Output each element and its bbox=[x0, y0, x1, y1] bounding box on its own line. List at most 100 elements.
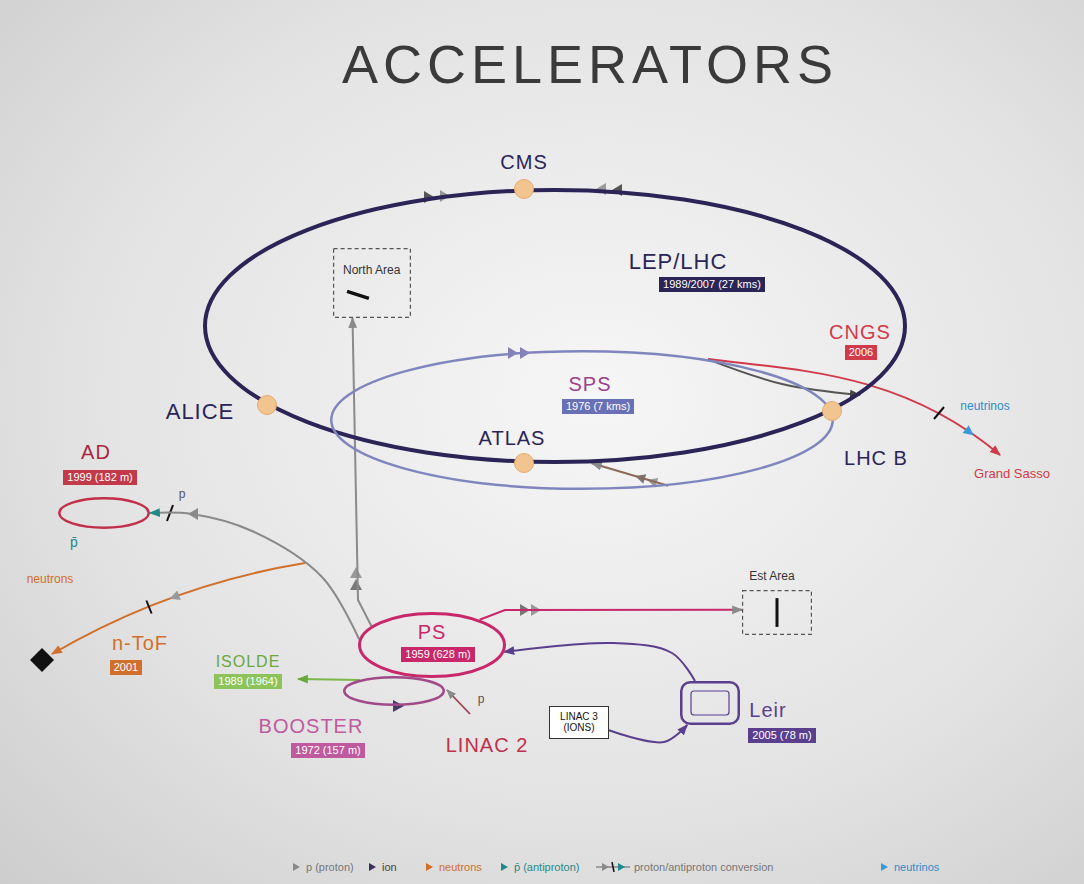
direction-arrow bbox=[393, 700, 404, 712]
legend-item: p (proton) bbox=[292, 861, 354, 873]
legend-item: p̄ (antiproton) bbox=[500, 861, 579, 873]
legend-arrow bbox=[293, 863, 300, 871]
experiment-point-outline bbox=[822, 401, 842, 421]
experiment-point-shape bbox=[515, 454, 534, 473]
experiment-point-shape bbox=[258, 396, 277, 415]
ring-name: LEP/LHC bbox=[629, 249, 728, 274]
experiment-point: CMS bbox=[514, 179, 534, 199]
ring-name: SPS bbox=[568, 373, 611, 396]
accelerator-ring-shape bbox=[331, 351, 833, 489]
beam-dump-bar bbox=[776, 598, 779, 627]
collider-ring-outline bbox=[203, 188, 907, 464]
direction-arrow bbox=[350, 567, 362, 578]
legend-text: neutrinos bbox=[894, 861, 939, 873]
beam-transfer-line bbox=[609, 725, 687, 742]
particle-label: neutrinos bbox=[960, 400, 1009, 414]
beam-transfer-line bbox=[150, 513, 359, 640]
year-badge: 1989/2007 (27 kms) bbox=[659, 277, 765, 292]
experiment-point: LHC B bbox=[822, 401, 842, 421]
facility-name: ISOLDE bbox=[216, 653, 281, 671]
particle-label: p̄ bbox=[70, 534, 78, 550]
experiment-point: ALICE bbox=[257, 395, 277, 415]
legend-tick bbox=[612, 862, 614, 872]
experimental-area-outline bbox=[333, 248, 411, 318]
node-text: North Area bbox=[343, 264, 403, 278]
ion-ring-shape bbox=[681, 682, 739, 724]
legend-arrow bbox=[426, 863, 433, 871]
destination-label: Grand Sasso bbox=[974, 467, 1050, 482]
legend-arrow bbox=[618, 863, 625, 871]
collider-ring: LEP/LHC 1989/2007 (27 kms) North Area bbox=[203, 188, 907, 464]
facility-name: n-ToF bbox=[112, 632, 168, 655]
legend-sample bbox=[292, 862, 302, 872]
neutrino-arrow bbox=[963, 425, 974, 435]
area-name: Est Area bbox=[749, 570, 794, 584]
year-badge: 2006 bbox=[845, 345, 877, 360]
legend-item: neutrons bbox=[425, 861, 482, 873]
experiment-point: ATLAS bbox=[514, 453, 534, 473]
experiment-point-outline bbox=[514, 179, 534, 199]
page-title: ACCELERATORS bbox=[342, 33, 838, 95]
year-badge: 1989 (1964) bbox=[214, 674, 281, 689]
year-badge: 2001 bbox=[110, 660, 142, 675]
year-badge: 1999 (182 m) bbox=[63, 470, 136, 485]
accelerator-ring: SPS 1976 (7 kms) bbox=[330, 350, 834, 490]
conversion-target bbox=[146, 601, 151, 614]
legend-arrow bbox=[369, 863, 376, 871]
beam-transfer-line bbox=[353, 318, 372, 626]
legend-item: ion bbox=[368, 861, 397, 873]
legend-text: p (proton) bbox=[306, 861, 354, 873]
decelerator-ring-shape bbox=[59, 498, 149, 528]
accelerator-ring-shape bbox=[360, 614, 505, 677]
experiment-label: ATLAS bbox=[479, 427, 546, 450]
year-badge: 1972 (157 m) bbox=[291, 743, 364, 758]
connector-group bbox=[150, 318, 860, 742]
neutron-beam-line bbox=[52, 563, 305, 654]
year-badge: 2005 (78 m) bbox=[748, 728, 815, 743]
beam-transfer-line bbox=[592, 463, 668, 486]
ring-name: BOOSTER bbox=[259, 715, 364, 738]
collider-ring-shape bbox=[205, 190, 905, 462]
year-badge: 1959 (628 m) bbox=[401, 647, 474, 662]
experiment-label: ALICE bbox=[166, 399, 235, 424]
experiment-point-shape bbox=[823, 402, 842, 421]
ion-ring: Leir2005 (78 m) bbox=[680, 681, 740, 725]
beam-dump-bar bbox=[347, 291, 369, 298]
experiment-label: LHC B bbox=[844, 447, 908, 470]
conversion-target bbox=[934, 407, 944, 419]
experimental-area-shape bbox=[743, 591, 812, 635]
legend-sample bbox=[596, 862, 630, 872]
booster-ring-shape bbox=[344, 677, 444, 705]
inner-ring bbox=[691, 691, 729, 715]
year-badge: 1976 (7 kms) bbox=[562, 399, 634, 414]
particle-label: neutrons bbox=[27, 573, 74, 587]
linac-box-shape bbox=[550, 706, 609, 738]
beam-transfer-line bbox=[480, 610, 742, 620]
particle-label: p bbox=[179, 488, 186, 502]
legend-sample bbox=[500, 862, 510, 872]
legend-arrow bbox=[602, 863, 609, 871]
neutrino-beam-line bbox=[708, 359, 1000, 455]
node-text: LINAC 3 (IONS) bbox=[556, 711, 602, 734]
experiment-point-outline bbox=[257, 395, 277, 415]
booster-ring-outline bbox=[343, 676, 445, 706]
linac-beam-line bbox=[447, 690, 470, 714]
linac-box: LINAC 3 (IONS) bbox=[549, 706, 609, 739]
facility-name: LINAC 2 bbox=[446, 734, 529, 757]
booster-ring: BOOSTER1972 (157 m) bbox=[343, 676, 445, 706]
isolde-beam-line bbox=[298, 679, 360, 680]
particle-label: p bbox=[478, 693, 485, 707]
experiment-label: CMS bbox=[500, 151, 547, 174]
decelerator-ring: AD1999 (182 m) bbox=[58, 497, 150, 529]
legend-text: proton/antiproton conversion bbox=[634, 861, 773, 873]
legend-item: neutrinos bbox=[880, 861, 939, 873]
ring-name: Leir bbox=[749, 699, 786, 722]
legend-arrow bbox=[501, 863, 508, 871]
legend-sample bbox=[368, 862, 378, 872]
ring-name: AD bbox=[81, 441, 111, 464]
legend-text: p̄ (antiproton) bbox=[514, 861, 579, 873]
legend-sample bbox=[425, 862, 435, 872]
direction-arrow bbox=[350, 579, 362, 590]
beam-transfer-line bbox=[504, 643, 695, 681]
